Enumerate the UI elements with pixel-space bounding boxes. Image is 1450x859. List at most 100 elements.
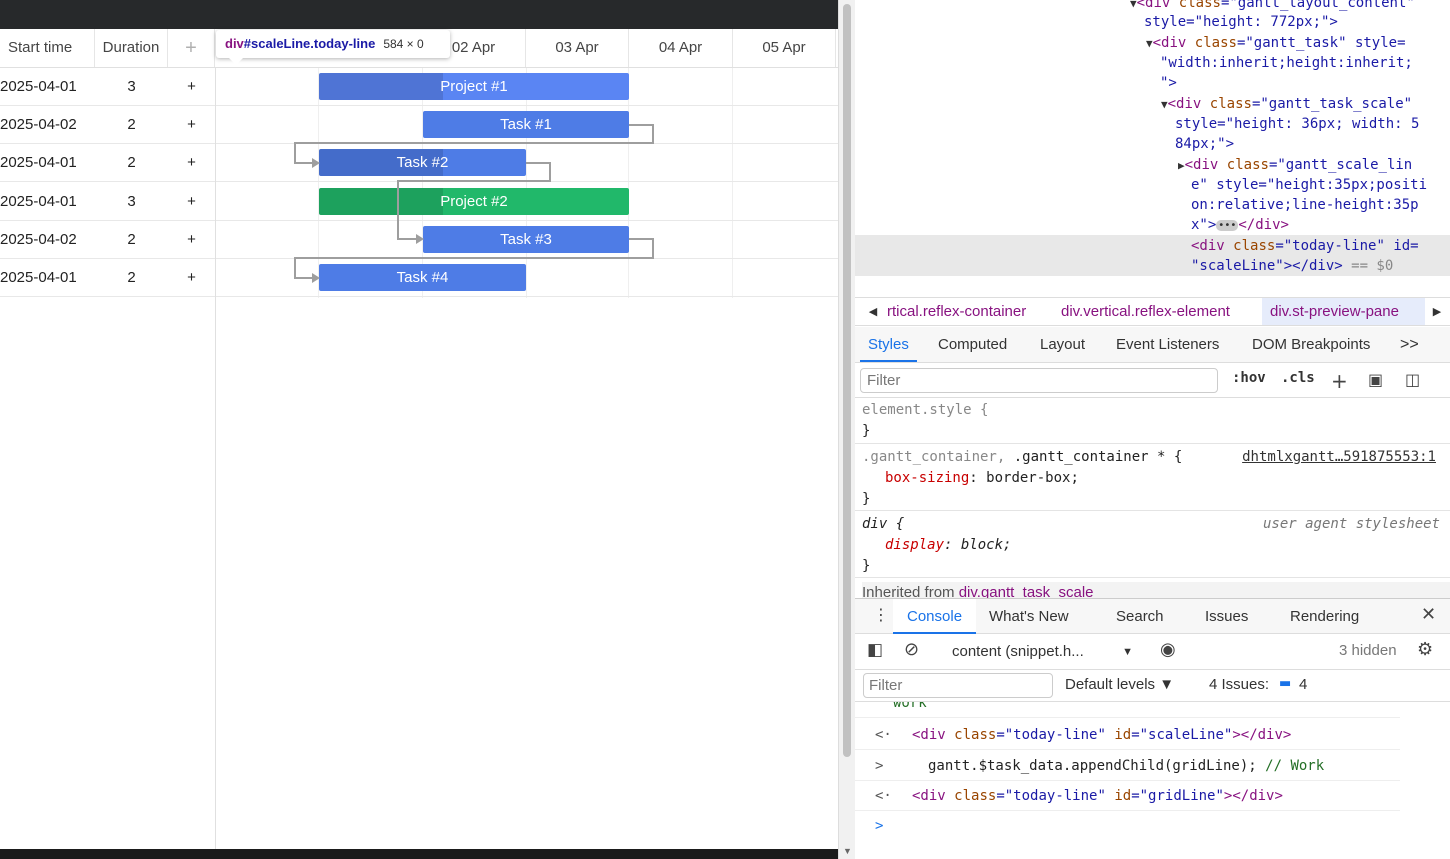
expand-triangle-icon[interactable]: ▼ <box>1161 98 1168 111</box>
dom-node-gantt-task-scale[interactable]: ▼<div class="gantt_task_scale" <box>1161 96 1413 112</box>
table-row[interactable]: 2025-04-01 3 + <box>0 68 838 106</box>
console-result[interactable]: <·<div class="today-line" id="gridLine">… <box>855 781 1400 811</box>
sidebar-icon[interactable]: ◧ <box>867 640 884 660</box>
dom-line: ... <box>1203 272 1228 277</box>
scrollbar-thumb[interactable] <box>843 4 851 757</box>
gear-icon[interactable]: ⚙ <box>1417 639 1434 660</box>
timeline-gridline <box>732 68 733 298</box>
tab-dom-breakpoints[interactable]: DOM Breakpoints <box>1252 336 1371 353</box>
timeline-gridline <box>318 68 319 298</box>
paint-icon[interactable]: ▣ <box>1368 370 1384 389</box>
dom-node-gantt-task[interactable]: ▼<div class="gantt_task" style= <box>1146 35 1406 51</box>
dom-node-layout-content[interactable]: ▼<div class="gantt_layout_content" <box>1130 0 1415 14</box>
context-selector[interactable]: content (snippet.h...▼ <box>947 639 1141 665</box>
breadcrumb-left-icon[interactable]: ◀ <box>861 298 885 325</box>
clear-console-icon[interactable]: ⊘ <box>904 639 920 660</box>
add-task-button[interactable]: + <box>187 231 196 248</box>
dom-line: e" style="height:35px;positi <box>1191 177 1428 193</box>
element-style-selector: element.style { <box>862 402 989 418</box>
expand-triangle-icon[interactable]: ▶ <box>1178 159 1185 172</box>
tooltip-class: .today-line <box>310 36 376 51</box>
tab-rendering[interactable]: Rendering <box>1290 608 1360 625</box>
console-prompt[interactable]: > <box>855 811 1400 841</box>
tab-whats-new[interactable]: What's New <box>989 608 1069 625</box>
expand-triangle-icon[interactable]: ▼ <box>1130 0 1137 10</box>
console-result[interactable]: <·<div class="today-line" id="scaleLine"… <box>855 720 1400 750</box>
add-task-button[interactable]: + <box>187 269 196 286</box>
eye-icon[interactable]: ◉ <box>1160 639 1176 660</box>
expand-triangle-icon[interactable]: ▼ <box>1146 37 1153 50</box>
ellipsis-icon[interactable]: ••• <box>1216 219 1239 231</box>
add-task-button[interactable]: + <box>187 78 196 95</box>
kebab-menu-icon[interactable]: ⋮ <box>873 605 889 624</box>
tooltip-dims: 584 × 0 <box>383 37 424 51</box>
tab-issues[interactable]: Issues <box>1205 608 1249 625</box>
styles-filter-input[interactable]: Filter <box>860 368 1218 393</box>
breadcrumb-item[interactable]: div.vertical.reflex-element <box>1061 303 1230 320</box>
tab-search[interactable]: Search <box>1116 608 1164 625</box>
add-task-button[interactable]: + <box>187 193 196 210</box>
dom-node-gantt-scale-line[interactable]: ▶<div class="gantt_scale_lin <box>1178 157 1413 173</box>
devtools-panel: ▼<div class="gantt_layout_content" style… <box>855 0 1450 859</box>
start-time-cell: 2025-04-01 <box>0 78 77 95</box>
close-drawer-icon[interactable]: ✕ <box>1421 604 1437 625</box>
tab-computed[interactable]: Computed <box>938 336 1008 353</box>
progress-fill <box>319 149 444 176</box>
task-bar[interactable]: Task #1 <box>423 111 629 138</box>
breadcrumb-item[interactable]: rtical.reflex-container <box>887 303 1027 320</box>
hov-toggle[interactable]: :hov <box>1232 370 1266 386</box>
duration-cell: 2 <box>127 154 136 171</box>
link-task3-task4 <box>294 238 654 279</box>
task-bar[interactable]: Task #3 <box>423 226 629 253</box>
console-input[interactable]: >gantt.$task_data.appendChild(gridLine);… <box>855 751 1400 781</box>
tab-event-listeners[interactable]: Event Listeners <box>1116 336 1220 353</box>
rule-source-link[interactable]: dhtmlxgantt…591875553:1 <box>1242 449 1436 465</box>
timeline-gridline <box>422 68 423 298</box>
dom-node-today-line[interactable]: <div class="today-line" id= <box>1191 238 1419 254</box>
link-arrow <box>416 234 424 244</box>
tab-styles[interactable]: Styles <box>860 327 917 362</box>
project-bar[interactable]: Project #2 <box>319 188 629 215</box>
tooltip-arrow <box>229 58 243 65</box>
breadcrumb: ◀ rtical.reflex-container div.vertical.r… <box>855 297 1450 326</box>
scroll-down-arrow-icon[interactable]: ▼ <box>843 846 852 856</box>
rule-declaration[interactable]: box-sizing: border-box; <box>885 470 1079 486</box>
rule-close: } <box>862 423 871 439</box>
header-duration[interactable]: Duration <box>95 29 168 67</box>
log-levels-dropdown[interactable]: Default levels ▼ <box>1065 676 1175 693</box>
gantt-header: Start time Duration + 02 Apr 03 Apr 04 A… <box>0 29 838 68</box>
new-rule-icon[interactable]: + <box>1331 369 1348 393</box>
header-add-button[interactable]: + <box>168 29 215 67</box>
task-bar[interactable]: Task #4 <box>319 264 526 291</box>
breadcrumb-item-active[interactable]: div.st-preview-pane <box>1262 298 1425 325</box>
more-tabs-icon[interactable]: >> <box>1400 336 1419 353</box>
link-task2-task3 <box>397 162 551 240</box>
console-toolbar: ◧ ⊘ content (snippet.h...▼ ◉ 3 hidden ⚙ <box>855 634 1450 670</box>
rule-element-style: element.style { } <box>855 398 1450 444</box>
dom-line: 84px;"> <box>1175 136 1235 152</box>
duration-cell: 3 <box>127 78 136 95</box>
page-scrollbar[interactable]: ▼ <box>838 0 855 859</box>
tab-console[interactable]: Console <box>893 599 977 634</box>
progress-fill <box>319 73 443 100</box>
start-time-cell: 2025-04-01 <box>0 269 77 286</box>
add-task-button[interactable]: + <box>187 154 196 171</box>
link-arrow <box>312 273 320 283</box>
dom-line: "scaleLine"></div> == $0 <box>1191 258 1394 274</box>
console-filter-input[interactable]: Filter <box>863 673 1053 698</box>
tab-layout[interactable]: Layout <box>1040 336 1086 353</box>
header-start-time[interactable]: Start time <box>0 29 95 67</box>
cls-toggle[interactable]: .cls <box>1281 370 1315 386</box>
task-bar[interactable]: Task #2 <box>319 149 526 176</box>
sidebar-toggle-icon[interactable]: ◫ <box>1405 370 1421 389</box>
project-bar[interactable]: Project #1 <box>319 73 629 100</box>
issues-label[interactable]: 4 Issues: <box>1209 676 1270 693</box>
breadcrumb-right-icon[interactable]: ▶ <box>1425 298 1449 325</box>
duration-cell: 2 <box>127 116 136 133</box>
add-task-button[interactable]: + <box>187 116 196 133</box>
rule-declaration: display: block; <box>885 537 1012 553</box>
styles-pane: element.style { } .gantt_container, .gan… <box>855 398 1450 598</box>
result-arrow-icon: <· <box>875 788 892 804</box>
